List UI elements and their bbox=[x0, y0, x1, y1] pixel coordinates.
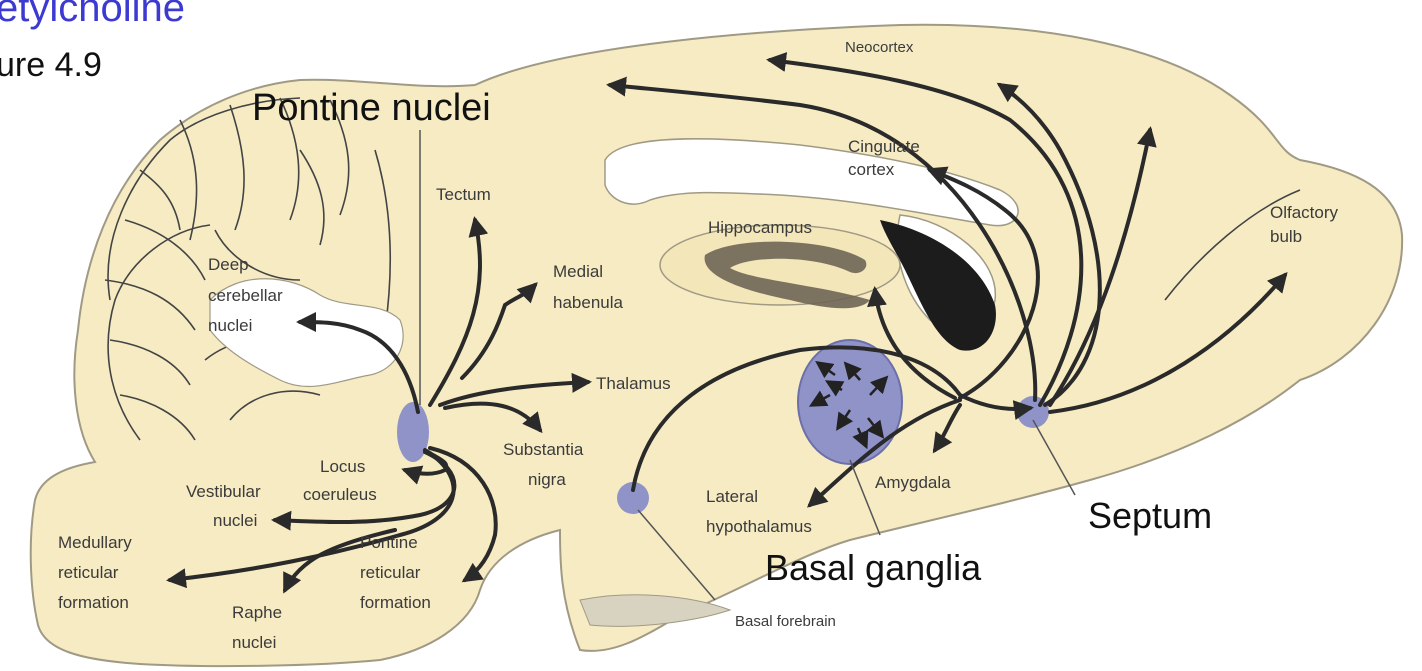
label-medial-1: Medial bbox=[553, 262, 603, 281]
basal-ganglia-nucleus bbox=[798, 340, 902, 464]
label-septum: Septum bbox=[1088, 495, 1212, 536]
label-neocortex: Neocortex bbox=[845, 39, 914, 56]
label-medullary-3: formation bbox=[58, 593, 129, 612]
label-basal-forebrain: Basal forebrain bbox=[735, 613, 836, 630]
label-substantia-1: Substantia bbox=[503, 440, 584, 459]
label-locus-2: coeruleus bbox=[303, 485, 377, 504]
label-lateral-1: Lateral bbox=[706, 487, 758, 506]
label-tectum: Tectum bbox=[436, 185, 491, 204]
label-olfactory-1: Olfactory bbox=[1270, 203, 1339, 222]
label-vestibular-1: Vestibular bbox=[186, 482, 261, 501]
label-vestibular-2: nuclei bbox=[213, 511, 257, 530]
label-raphe-1: Raphe bbox=[232, 603, 282, 622]
label-thalamus: Thalamus bbox=[596, 374, 671, 393]
label-pontine-nuclei: Pontine nuclei bbox=[252, 87, 491, 129]
label-deep-3: nuclei bbox=[208, 316, 252, 335]
label-olfactory-2: bulb bbox=[1270, 227, 1302, 246]
label-locus-1: Locus bbox=[320, 457, 365, 476]
label-medullary-1: Medullary bbox=[58, 533, 132, 552]
label-hippocampus: Hippocampus bbox=[708, 218, 812, 237]
label-amygdala: Amygdala bbox=[875, 473, 951, 492]
label-medullary-2: reticular bbox=[58, 563, 119, 582]
label-lateral-2: hypothalamus bbox=[706, 517, 812, 536]
label-pontine-ret-2: reticular bbox=[360, 563, 421, 582]
label-cingulate-1: Cingulate bbox=[848, 137, 920, 156]
label-deep-1: Deep bbox=[208, 255, 249, 274]
label-basal-ganglia: Basal ganglia bbox=[765, 547, 982, 588]
label-substantia-2: nigra bbox=[528, 470, 566, 489]
label-deep-2: cerebellar bbox=[208, 286, 283, 305]
label-cingulate-2: cortex bbox=[848, 160, 895, 179]
label-pontine-ret-1: Pontine bbox=[360, 533, 418, 552]
label-medial-2: habenula bbox=[553, 293, 624, 312]
label-raphe-2: nuclei bbox=[232, 633, 276, 652]
label-pontine-ret-3: formation bbox=[360, 593, 431, 612]
